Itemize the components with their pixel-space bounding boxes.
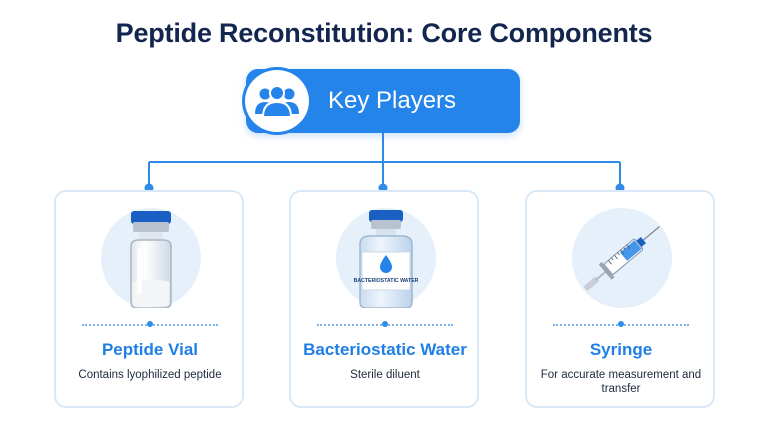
component-title: Peptide Vial bbox=[101, 340, 199, 359]
hub-label: Key Players bbox=[328, 87, 457, 114]
water-vial-icon: BACTERIOSTATIC WATER bbox=[336, 208, 436, 308]
divider-dot bbox=[382, 321, 388, 327]
component-description: For accurate measurement and transfer bbox=[540, 369, 702, 395]
divider-dot bbox=[618, 321, 624, 327]
key-players-hub: Key Players bbox=[242, 67, 520, 135]
page-title: Peptide Reconstitution: Core Components bbox=[115, 18, 653, 48]
component-description: Contains lyophilized peptide bbox=[78, 369, 222, 381]
group-people-icon bbox=[242, 67, 312, 135]
divider-dot bbox=[147, 321, 153, 327]
component-card-syringe: Syringe For accurate measurement and tra… bbox=[525, 190, 715, 408]
component-title: Syringe bbox=[589, 340, 653, 359]
peptide-vial-icon bbox=[101, 208, 201, 308]
component-card-peptide-vial: Peptide Vial Contains lyophilized peptid… bbox=[54, 190, 244, 408]
water-vial-label: BACTERIOSTATIC WATER bbox=[354, 278, 419, 284]
component-description: Sterile diluent bbox=[350, 369, 420, 381]
syringe-icon bbox=[572, 208, 672, 308]
component-card-bacteriostatic-water: BACTERIOSTATIC WATER Bacteriostatic Wate… bbox=[289, 190, 479, 408]
component-title: Bacteriostatic Water bbox=[303, 340, 467, 359]
